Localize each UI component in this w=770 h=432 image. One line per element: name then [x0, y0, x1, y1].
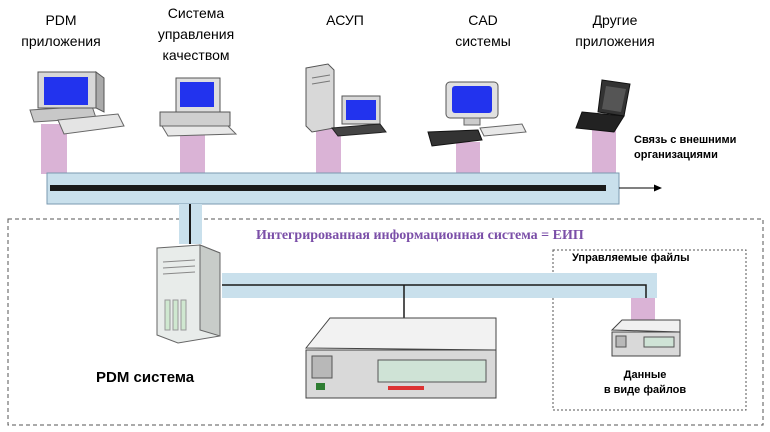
desktop-computer-icon	[29, 71, 125, 135]
file-storage-icon	[610, 319, 681, 357]
main-bus-cable	[50, 185, 606, 191]
managed-files-title: Управляемые файлы	[572, 252, 690, 264]
pdm-server-icon	[156, 244, 221, 344]
label-cad: CAD системы	[455, 12, 511, 49]
label-asup: АСУП	[326, 12, 364, 28]
integrated-system-frame	[7, 218, 764, 426]
server-tower-icon	[305, 63, 387, 137]
laptop-icon	[575, 79, 631, 133]
connector-files	[631, 298, 655, 320]
connector-cad	[456, 142, 480, 174]
workstation-icon	[159, 77, 238, 137]
arrow-right-icon	[654, 184, 662, 192]
cad-workstation-icon	[427, 81, 527, 147]
managed-files-frame	[552, 249, 747, 411]
label-external-link: Связь с внешними организациями	[634, 134, 737, 161]
label-pdm-apps: PDM приложения	[21, 12, 101, 49]
connector-other	[592, 128, 616, 174]
label-quality-system: Система управления качеством	[157, 5, 235, 63]
label-file-data: Данные в виде файлов	[603, 369, 687, 396]
label-other-apps: Другие приложения	[575, 12, 655, 49]
connector-pdm-apps	[41, 124, 67, 174]
pdm-system-label: PDM система	[96, 369, 195, 386]
integrated-system-title: Интегрированная информационная система =…	[256, 228, 584, 243]
connector-asup	[316, 128, 341, 174]
storage-unit-icon	[304, 317, 497, 399]
